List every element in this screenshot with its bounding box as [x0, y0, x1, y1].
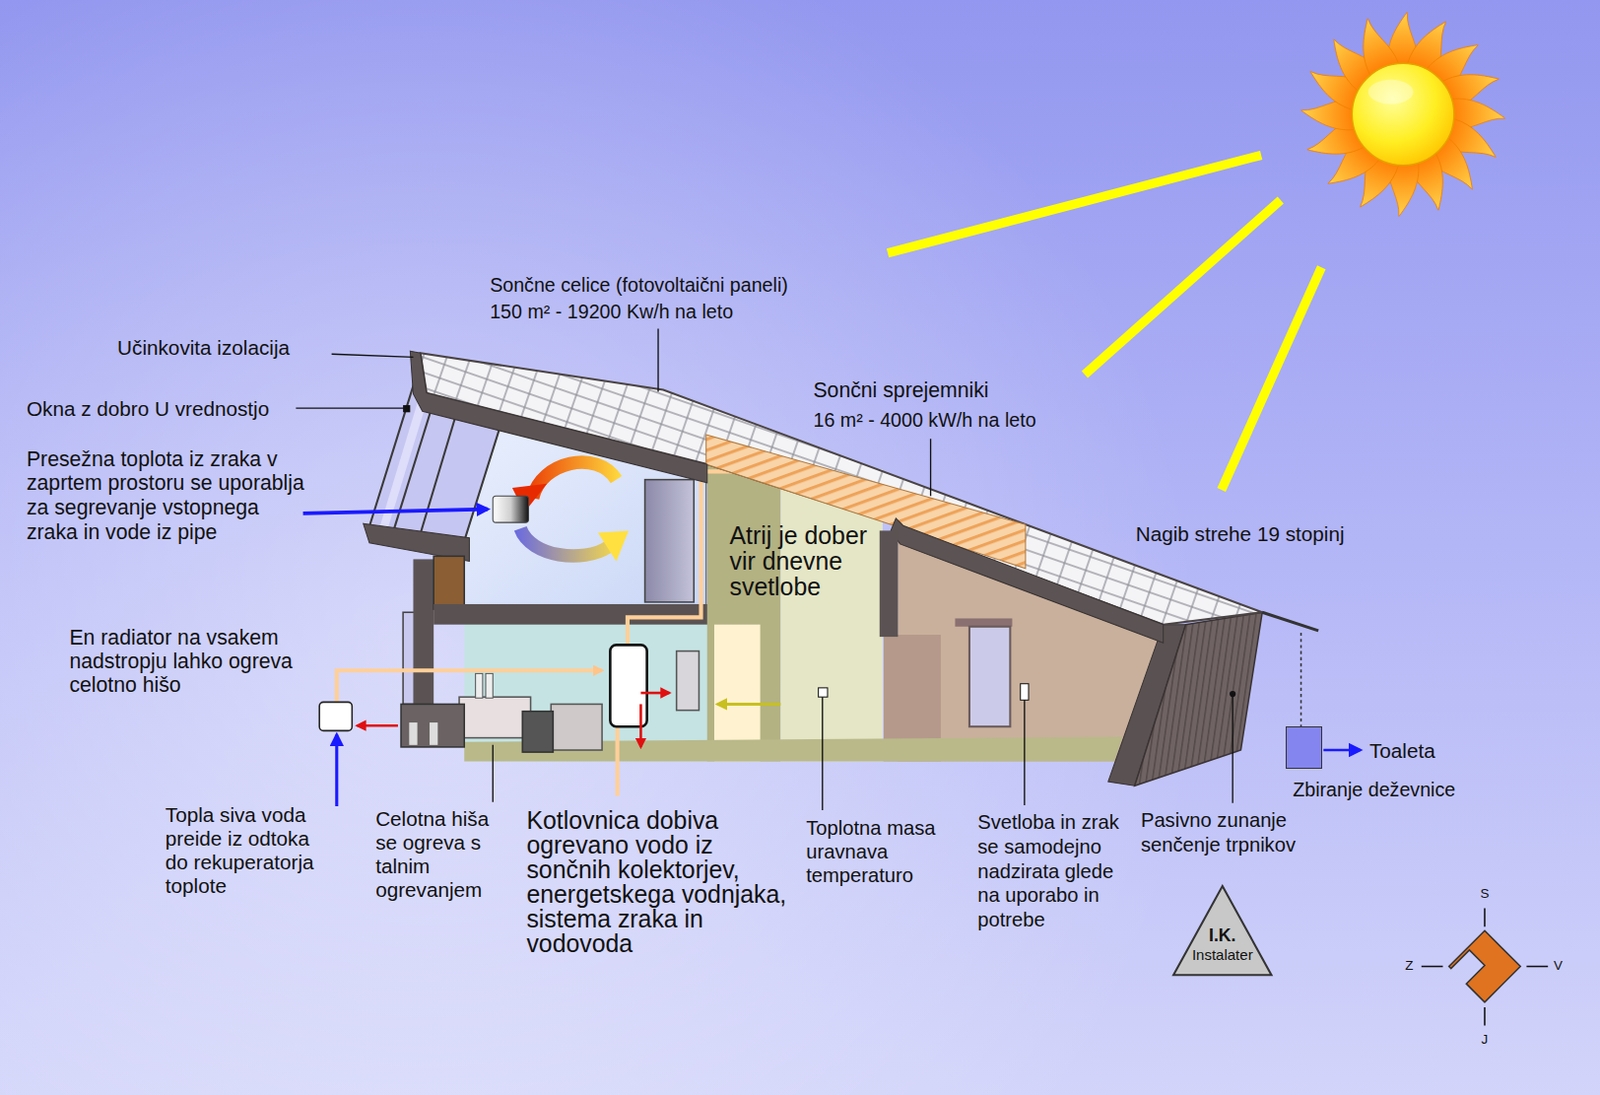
pv-roof: [420, 352, 1263, 624]
boiler-pipe: [615, 726, 620, 796]
cool-air-arrow: [520, 528, 608, 556]
compass-tick: [1421, 965, 1444, 968]
callout-note: Celotna hiša se ogreva s talnim ogrevanj…: [375, 806, 502, 901]
sun-ray: [1221, 266, 1323, 490]
pipe-stub: [475, 672, 483, 698]
sun-highlight: [1368, 79, 1414, 105]
callout-label: Učinkovita izolacija: [117, 335, 290, 361]
leader-line: [821, 696, 823, 810]
heat-arrow: [640, 691, 669, 695]
glass-highlight: [379, 393, 429, 530]
control-panel: [676, 651, 700, 711]
wood-panel: [433, 555, 465, 609]
sensor: [818, 687, 828, 697]
callout-label: Nagib strehe 19 stopinj: [1135, 522, 1345, 547]
callout-note: Topla siva voda preide iz odtoka do reku…: [165, 802, 330, 897]
logo-triangle: I.K.Instalater: [1171, 883, 1274, 978]
callout-note: Toplotna masa uravnava temperaturo: [805, 815, 966, 888]
compass-tick: [1483, 1006, 1486, 1026]
compass-letter: J: [1481, 1031, 1489, 1048]
heat-exchanger: [492, 495, 529, 523]
air-inlet-arrow: [303, 509, 488, 514]
downpipe: [1300, 632, 1303, 727]
value-label: 150 m² - 19200 Kw/h na leto: [489, 300, 734, 325]
gutter: [1262, 611, 1319, 631]
storage-unit: [550, 703, 602, 750]
leader-line: [930, 438, 932, 496]
compass-letter: Z: [1404, 957, 1413, 974]
compass-rose: [1449, 930, 1522, 1001]
compass-letter: S: [1479, 885, 1489, 902]
tank-caption: Zbiranje deževnice: [1292, 778, 1456, 802]
atrium-column: [707, 464, 782, 761]
compass-tick: [1483, 908, 1486, 928]
rain-tank: Zbiranje deževnice: [1283, 726, 1456, 801]
leader-line: [1023, 699, 1025, 805]
logo-word: Instalater: [1171, 945, 1274, 964]
callout-note: Kotlovnica dobiva ogrevano vodo iz sončn…: [526, 808, 795, 956]
leader-line: [657, 328, 659, 392]
upper-column: [645, 479, 695, 602]
sun-ray: [1084, 200, 1281, 375]
callout-note: Presežna toplota iz zraka v zaprtem pros…: [26, 447, 311, 545]
window-mullion: [420, 403, 460, 534]
storage-unit-side: [522, 711, 553, 752]
heater-unit: [459, 696, 531, 737]
callout-note: Pasivno zunanje senčenje trpnikov: [1140, 807, 1331, 856]
callout-note: Svetloba in zrak se samodejno nadzirata …: [977, 809, 1131, 932]
dividing-wall: [879, 530, 899, 637]
toilet-arrow: [1323, 748, 1360, 752]
grey-water-arrow: [334, 733, 338, 805]
door: [969, 626, 1010, 727]
pillar: [412, 558, 434, 714]
leader-line: [492, 744, 494, 802]
hot-water-pipe: [336, 669, 602, 702]
callout-note: En radiator na vsakem nadstropju lahko o…: [68, 625, 331, 697]
callout-label: Okna z dobro U vrednostjo: [26, 397, 269, 422]
radiator: [400, 703, 465, 746]
leader-line: [295, 406, 404, 408]
logo-initials: I.K.: [1171, 924, 1274, 946]
cool-air-arrowhead: [598, 530, 629, 561]
radiator-slot: [408, 722, 417, 745]
door-lintel: [954, 617, 1012, 626]
rain-tank-box: [1285, 726, 1323, 768]
radiator-slot: [429, 722, 438, 745]
callout-note: Atrij je dober vir dnevne svetlobe: [730, 523, 882, 600]
heat-recuperator: [319, 701, 352, 731]
floor-slab: [433, 603, 712, 625]
heat-arrow: [639, 703, 643, 746]
air-arrow: [717, 702, 781, 706]
sun-ray: [887, 154, 1262, 253]
pipe-stub: [485, 672, 493, 698]
callout-label: Sončne celice (fotovoltaični paneli): [489, 273, 789, 298]
sun-core: [1351, 63, 1455, 166]
sensor: [1020, 683, 1029, 701]
compass-letter: V: [1553, 957, 1563, 974]
lower-roof-fascia: [890, 518, 1164, 643]
heat-arrow: [357, 724, 399, 728]
leader-line: [1231, 693, 1233, 803]
sun: [1301, 11, 1506, 216]
compass-tick: [1526, 965, 1548, 968]
callout-label: Sončni sprejemniki: [812, 377, 989, 402]
leader-dot: [402, 404, 410, 412]
callout-label: Toaleta: [1369, 738, 1436, 764]
leader-line: [332, 353, 414, 357]
warm-air-arrow: [533, 462, 617, 498]
value-label: 16 m² - 4000 kW/h na leto: [812, 408, 1036, 433]
